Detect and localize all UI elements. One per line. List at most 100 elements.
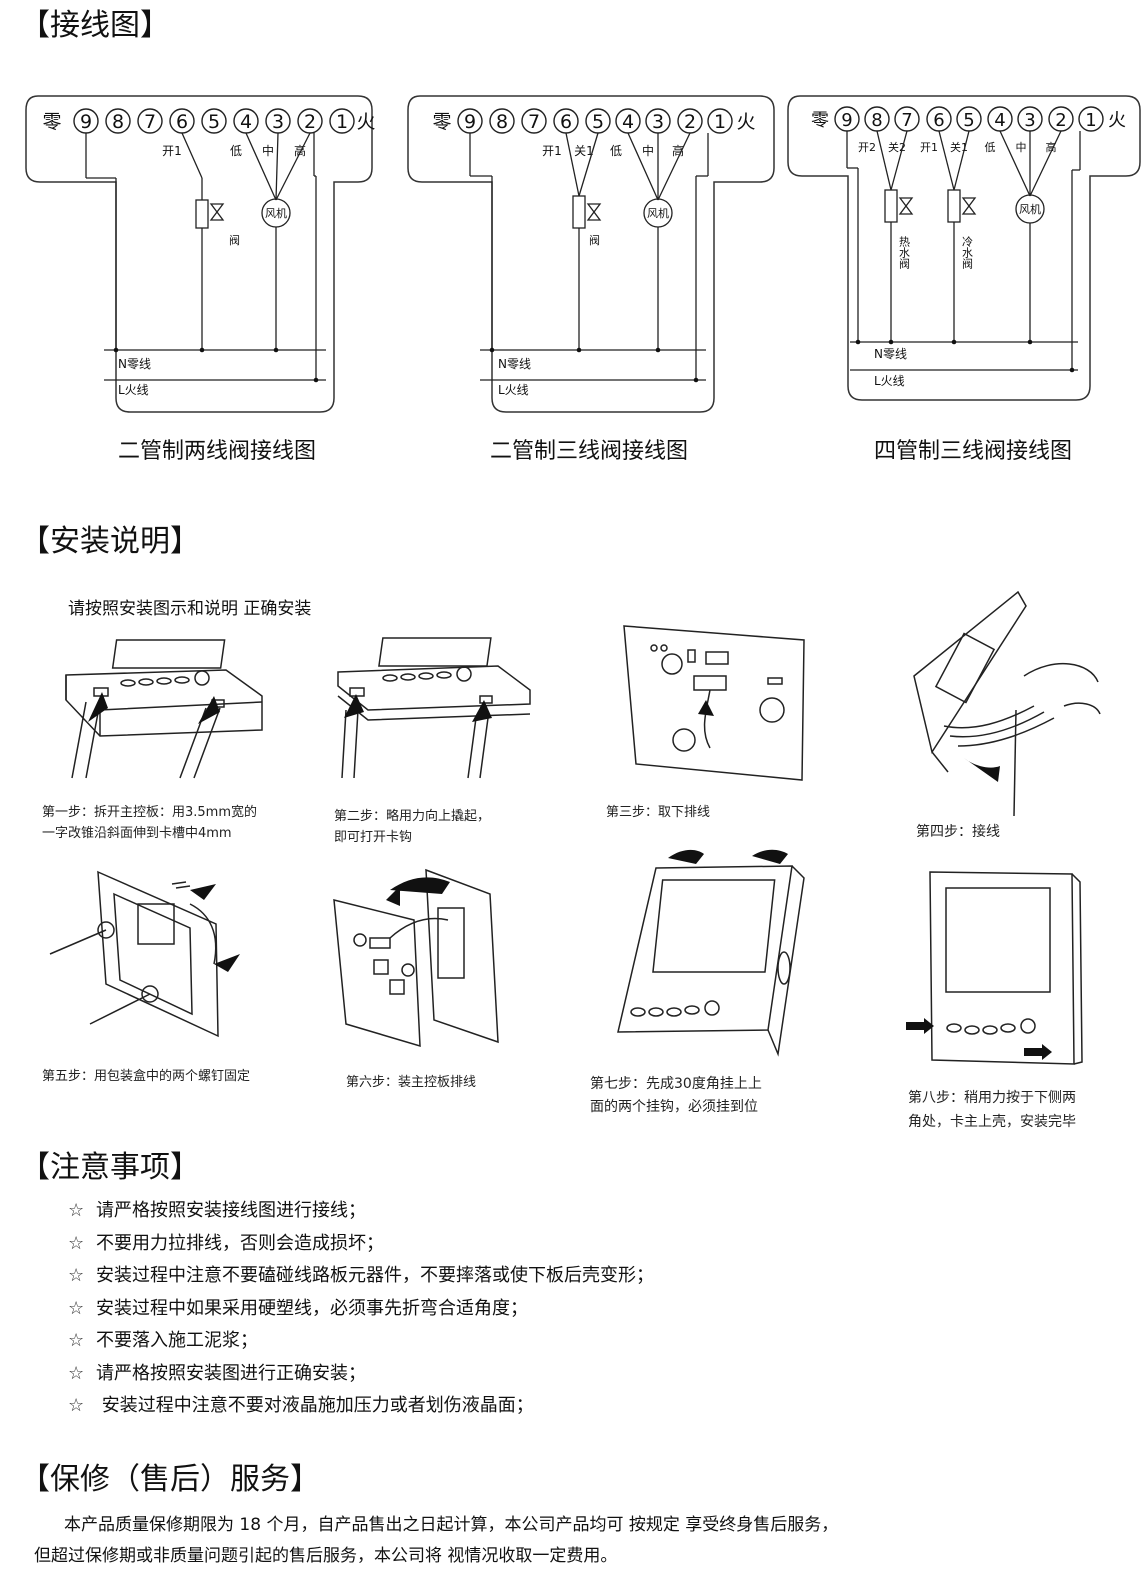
star-icon: ☆ bbox=[68, 1395, 85, 1416]
terminal-9: 9 bbox=[457, 108, 483, 134]
label-open1: 开1 bbox=[920, 141, 938, 154]
note-item: ☆不要用力拉排线，否则会造成损坏； bbox=[68, 1231, 654, 1264]
svg-text:3: 3 bbox=[652, 111, 664, 133]
svg-text:2: 2 bbox=[684, 111, 696, 133]
terminal-6: 6 bbox=[926, 106, 952, 132]
cold-valve-label: 冷水阀 bbox=[961, 236, 974, 270]
step-8-caption-line-1: 第八步：稍用力按于下侧两 bbox=[908, 1090, 1076, 1106]
terminal-3: 3 bbox=[645, 108, 671, 134]
label-low: 低 bbox=[610, 144, 622, 158]
terminal-1: 1 bbox=[707, 108, 733, 134]
step-3-illustration bbox=[623, 625, 805, 781]
terminal-5: 5 bbox=[956, 106, 982, 132]
terminal-3: 3 bbox=[265, 108, 291, 134]
terminal-2: 2 bbox=[1048, 106, 1074, 132]
step-2-caption-line-1: 第二步：略用力向上撬起， bbox=[334, 809, 491, 824]
terminal-4: 4 bbox=[615, 108, 641, 134]
svg-text:2: 2 bbox=[1055, 110, 1066, 131]
terminal-live: 火 bbox=[1108, 110, 1126, 131]
label-low: 低 bbox=[230, 144, 242, 158]
svg-text:7: 7 bbox=[901, 110, 912, 131]
terminal-9: 9 bbox=[834, 106, 860, 132]
terminal-6: 6 bbox=[169, 108, 195, 134]
l-line-label: L火线 bbox=[874, 374, 905, 388]
svg-text:5: 5 bbox=[592, 111, 604, 133]
fan-label: 风机 bbox=[265, 206, 287, 220]
step-1-illustration bbox=[65, 639, 263, 779]
label-close1: 关1 bbox=[574, 144, 594, 158]
wiring-diagram-2: 零 9 8 7 6 5 4 3 2 1 火 开1 关1 低 中 高 bbox=[407, 95, 775, 413]
star-icon: ☆ bbox=[68, 1330, 85, 1351]
terminal-neutral: 零 bbox=[432, 111, 451, 133]
star-icon: ☆ bbox=[68, 1362, 85, 1384]
terminal-7: 7 bbox=[894, 106, 920, 132]
label-open2: 开2 bbox=[858, 141, 876, 154]
diagram-1-caption: 二管制两线阀接线图 bbox=[117, 439, 316, 464]
terminal-1: 1 bbox=[1078, 106, 1104, 132]
label-low: 低 bbox=[985, 141, 996, 154]
label-mid: 中 bbox=[1016, 141, 1027, 154]
step-8-caption-line-2: 角处，卡主上壳，安装完毕 bbox=[908, 1114, 1076, 1130]
star-icon: ☆ bbox=[68, 1232, 85, 1254]
terminal-live: 火 bbox=[736, 111, 755, 133]
terminal-7: 7 bbox=[521, 108, 547, 134]
section-title-warranty: 【保修（售后）服务】 bbox=[20, 1462, 320, 1497]
step-6-caption: 第六步：装主控板排线 bbox=[346, 1075, 477, 1090]
fan-label: 风机 bbox=[1019, 202, 1041, 216]
star-icon: ☆ bbox=[68, 1265, 85, 1286]
svg-text:4: 4 bbox=[240, 111, 252, 133]
svg-text:7: 7 bbox=[144, 111, 156, 133]
note-item: ☆安装过程中注意不要磕碰线路板元器件，不要摔落或使下板后壳变形； bbox=[68, 1263, 654, 1296]
terminal-2: 2 bbox=[677, 108, 703, 134]
label-high: 高 bbox=[1046, 140, 1057, 154]
n-line-label: N零线 bbox=[118, 357, 151, 371]
valve-label: 阀 bbox=[229, 233, 240, 247]
step-5-illustration bbox=[49, 870, 240, 1038]
note-item: ☆安装过程中如果采用硬塑线，必须事先折弯合适角度； bbox=[68, 1296, 654, 1329]
terminal-live: 火 bbox=[356, 111, 375, 133]
label-mid: 中 bbox=[262, 143, 274, 158]
svg-text:4: 4 bbox=[994, 110, 1005, 131]
terminal-6: 6 bbox=[553, 108, 579, 134]
terminal-3: 3 bbox=[1017, 106, 1043, 132]
step-7-illustration bbox=[617, 849, 805, 1057]
step-4-illustration bbox=[913, 590, 1101, 817]
n-line-label: N零线 bbox=[874, 347, 907, 361]
step-4-caption: 第四步：接线 bbox=[916, 824, 1000, 840]
label-open1: 开1 bbox=[162, 144, 182, 158]
n-line-label: N零线 bbox=[498, 357, 531, 371]
svg-text:4: 4 bbox=[622, 111, 634, 133]
terminal-1: 1 bbox=[329, 108, 355, 134]
terminal-7: 7 bbox=[137, 108, 163, 134]
svg-text:3: 3 bbox=[272, 111, 284, 133]
wiring-diagram-1: 零 9 8 7 6 5 4 3 2 1 火 开1 低 中 高 bbox=[25, 95, 376, 413]
svg-text:5: 5 bbox=[208, 111, 220, 133]
valve-label: 阀 bbox=[589, 233, 600, 247]
step-3-caption: 第三步：取下排线 bbox=[606, 805, 711, 820]
step-2-caption-line-2: 即可打开卡钩 bbox=[334, 830, 413, 845]
terminal-4: 4 bbox=[987, 106, 1013, 132]
step-7-caption-line-2: 面的两个挂钩，必须挂到位 bbox=[590, 1099, 758, 1115]
svg-text:2: 2 bbox=[304, 111, 316, 133]
terminal-5: 5 bbox=[201, 108, 227, 134]
svg-text:8: 8 bbox=[112, 111, 124, 133]
step-2-illustration bbox=[337, 637, 531, 779]
step-1-caption-line-2: 一字改锥沿斜面伸到卡槽中4mm bbox=[42, 826, 232, 841]
section-title-notes: 【注意事项】 bbox=[20, 1150, 200, 1185]
terminal-8: 8 bbox=[105, 108, 131, 134]
step-8-illustration bbox=[906, 871, 1083, 1065]
fan-label: 风机 bbox=[647, 206, 669, 220]
svg-text:5: 5 bbox=[963, 110, 974, 131]
terminal-neutral: 零 bbox=[42, 111, 61, 133]
note-item: ☆请严格按照安装图进行正确安装； bbox=[68, 1361, 654, 1394]
star-icon: ☆ bbox=[68, 1297, 85, 1319]
l-line-label: L火线 bbox=[118, 383, 149, 397]
step-7-caption-line-1: 第七步：先成30度角挂上上 bbox=[590, 1076, 762, 1092]
svg-text:6: 6 bbox=[933, 110, 944, 131]
label-high: 高 bbox=[672, 143, 684, 158]
warranty-paragraph-line-2: 但超过保修期或非质量问题引起的售后服务，本公司将 视情况收取一定费用。 bbox=[34, 1546, 618, 1566]
terminal-8: 8 bbox=[864, 106, 890, 132]
svg-text:9: 9 bbox=[80, 111, 92, 133]
notes-list: ☆请严格按照安装接线图进行接线； ☆不要用力拉排线，否则会造成损坏； ☆安装过程… bbox=[68, 1198, 654, 1426]
step-5-caption: 第五步：用包装盒中的两个螺钉固定 bbox=[42, 1069, 251, 1084]
